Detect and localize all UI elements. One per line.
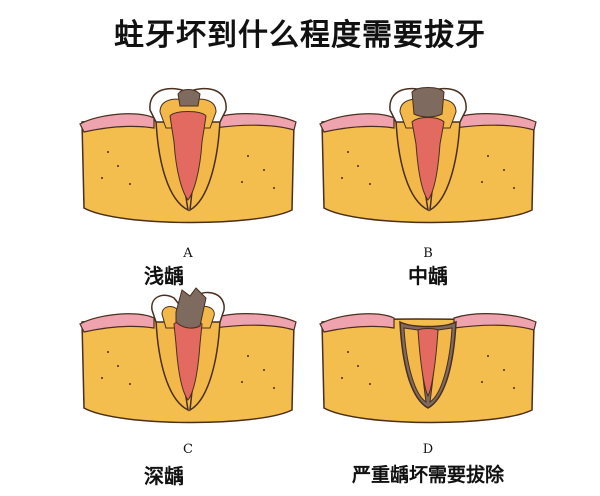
pulp bbox=[411, 117, 445, 201]
gum bbox=[319, 113, 537, 133]
panel-a: A 浅龋 bbox=[78, 82, 298, 288]
panel-caption: 严重龋坏需要拔除 bbox=[351, 464, 504, 486]
tooth-diagram-c bbox=[79, 287, 297, 424]
tooth-diagram-a bbox=[79, 87, 297, 224]
tooth-diagram-b bbox=[319, 87, 537, 224]
bone-texture bbox=[101, 351, 275, 389]
bone-texture bbox=[341, 351, 515, 389]
page-title: 蛀牙坏到什么程度需要拔牙 bbox=[114, 18, 486, 53]
bone-texture bbox=[341, 151, 515, 189]
panel-letter: B bbox=[423, 246, 433, 261]
pulp bbox=[169, 111, 207, 201]
panel-letter: D bbox=[422, 442, 434, 457]
panel-caption: 中龋 bbox=[408, 264, 448, 288]
panel-d: D 严重龋坏需要拔除 bbox=[318, 282, 538, 492]
panel-caption: 深龋 bbox=[144, 464, 184, 488]
panel-caption: 浅龋 bbox=[144, 264, 184, 288]
decay bbox=[411, 87, 445, 118]
tooth-diagram-d bbox=[319, 313, 537, 424]
bone-texture bbox=[101, 151, 275, 189]
panel-letter: C bbox=[183, 442, 193, 457]
decay bbox=[177, 89, 201, 107]
panel-b: B 中龋 bbox=[318, 82, 538, 288]
panel-letter: A bbox=[183, 246, 193, 261]
pulp bbox=[417, 328, 439, 398]
gum bbox=[79, 313, 297, 333]
decay bbox=[175, 287, 207, 329]
gum bbox=[79, 113, 297, 133]
gum bbox=[319, 313, 537, 333]
panel-c: C 深龋 bbox=[78, 282, 298, 492]
